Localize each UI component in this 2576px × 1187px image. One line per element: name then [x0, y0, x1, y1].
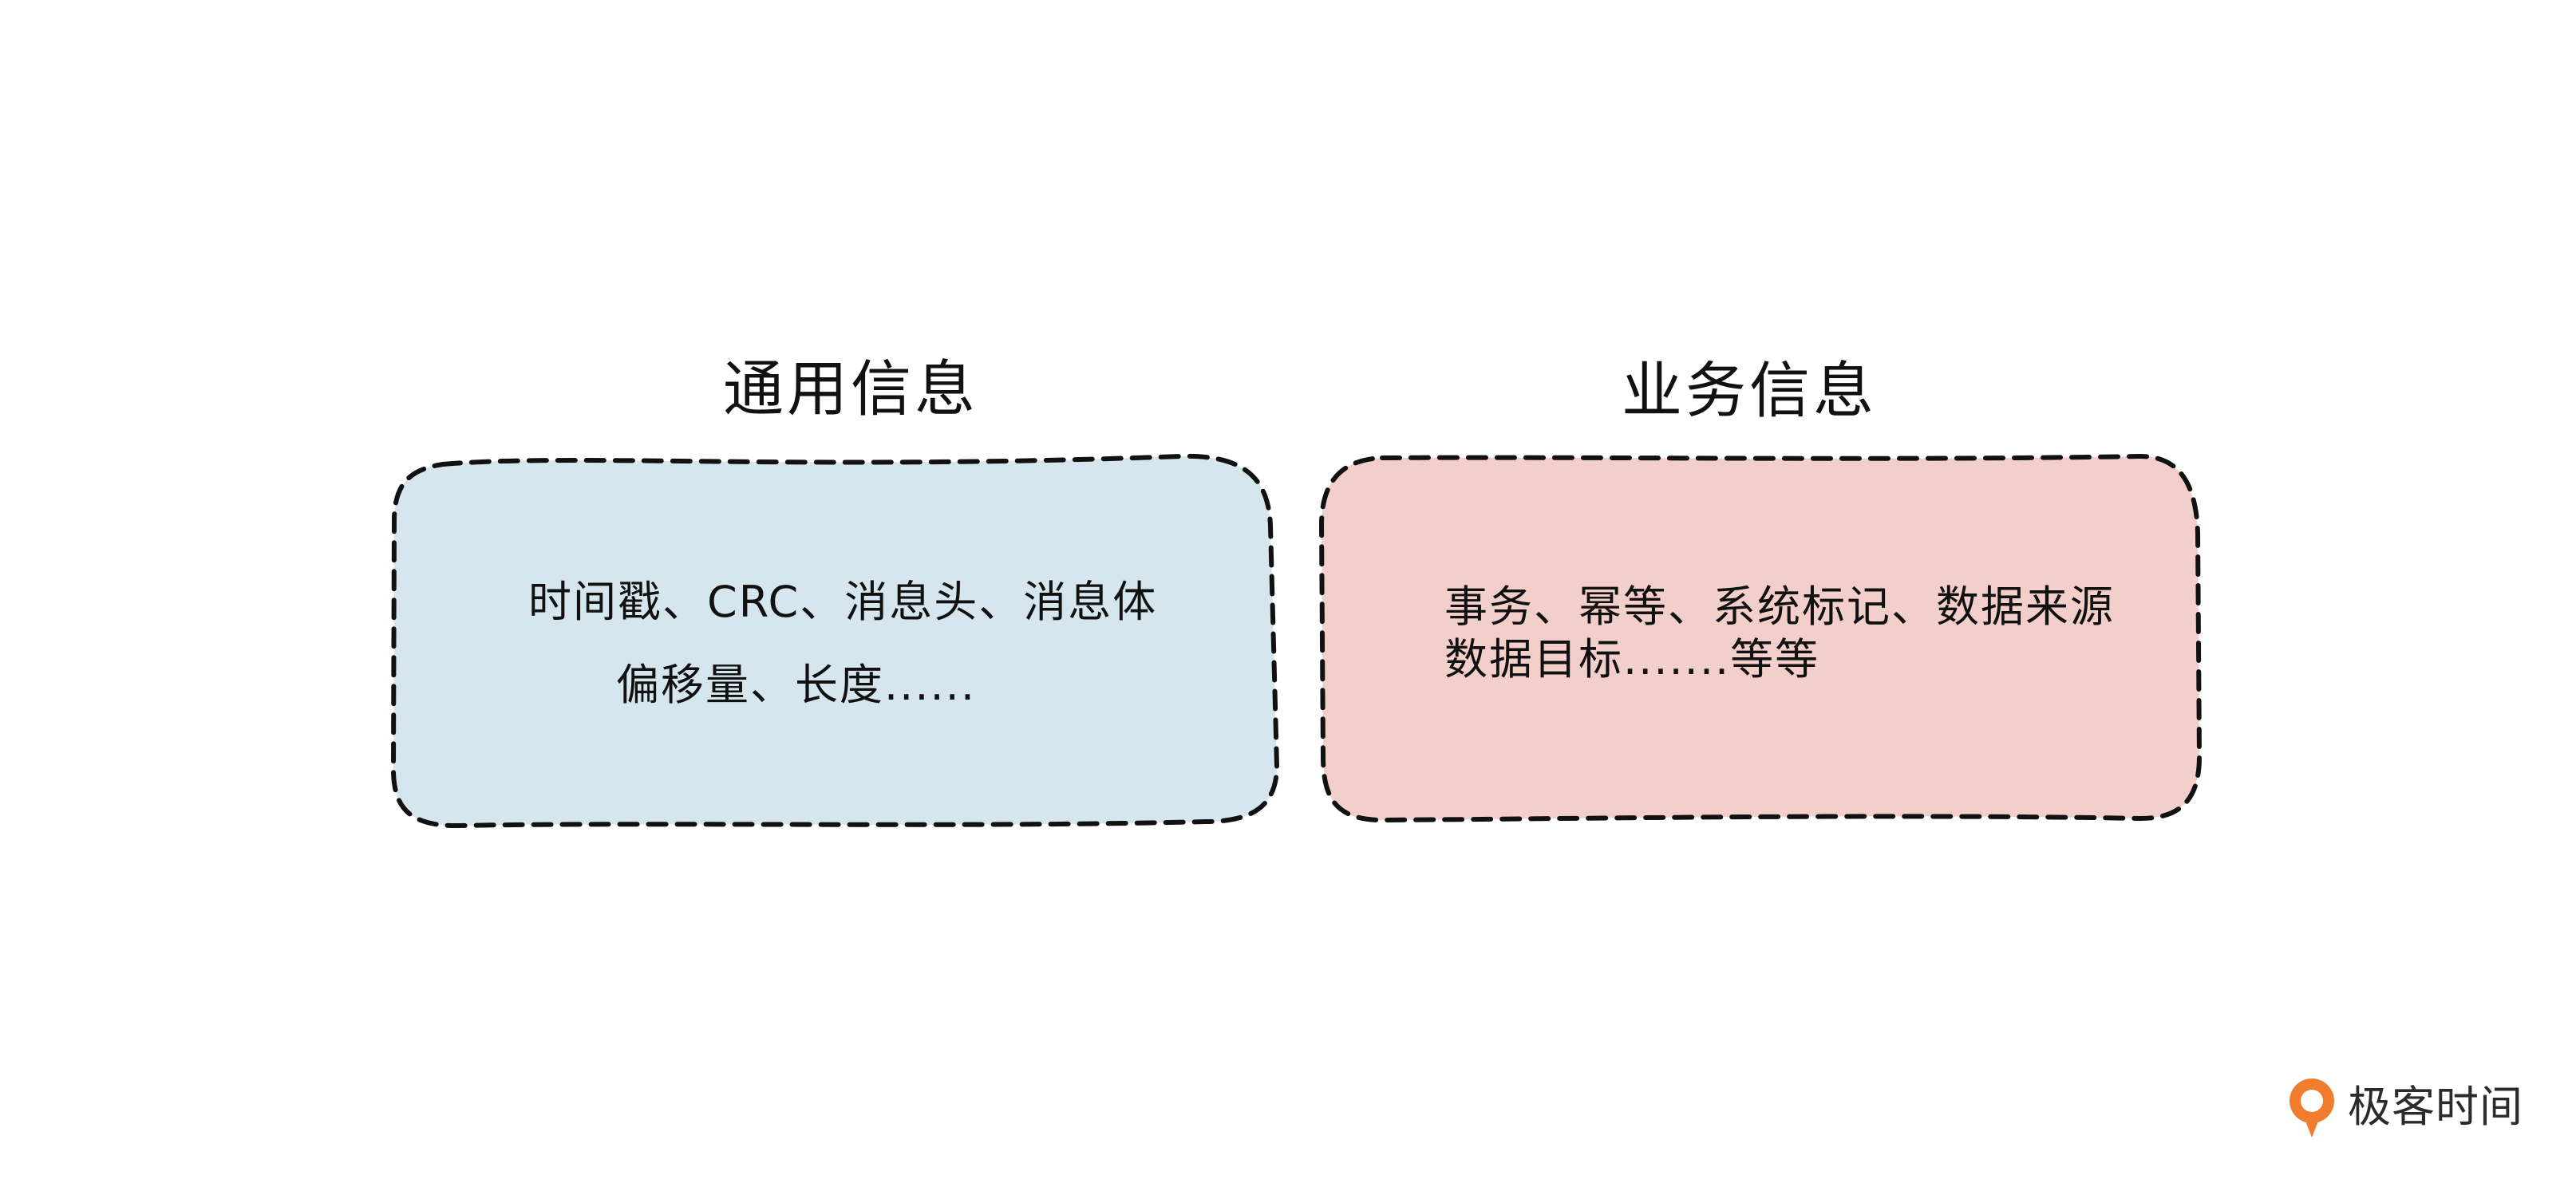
- panel-box-general-info-border: [390, 453, 1280, 829]
- panel-box-business-info: 事务、幂等、系统标记、数据来源 数据目标.......等等: [1310, 445, 2212, 828]
- panel-line-1: 时间戳、CRC、消息头、消息体: [528, 577, 1158, 627]
- panel-box-business-info-border: [1318, 453, 2203, 823]
- panel-title-business-info: 业务信息: [1622, 355, 1877, 426]
- panel-title-general-info: 通用信息: [723, 353, 978, 424]
- panel-box-general-info: 时间戳、CRC、消息头、消息体 偏移量、长度......: [383, 447, 1285, 830]
- panel-box-business-info-fill: [1322, 456, 2199, 820]
- panel-box-general-info-shape: [390, 453, 1280, 829]
- geektime-logo: 极客时间: [2284, 1075, 2523, 1139]
- panel-box-general-info-fill: [393, 455, 1277, 826]
- geektime-logo-text: 极客时间: [2348, 1082, 2523, 1132]
- panel-line-2: 数据目标.......等等: [1444, 634, 1820, 684]
- panel-box-business-info-shape: [1318, 453, 2203, 823]
- panel-line-1: 事务、幂等、系统标记、数据来源: [1444, 582, 2115, 632]
- geektime-logo-icon: [2290, 1079, 2334, 1138]
- panel-line-2: 偏移量、长度......: [616, 660, 976, 710]
